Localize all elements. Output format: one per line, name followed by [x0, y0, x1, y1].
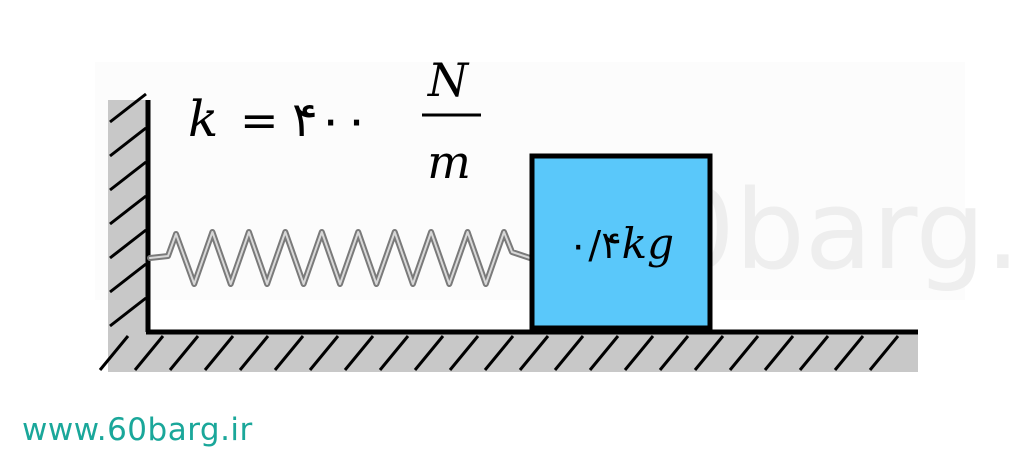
hatch-line [343, 335, 375, 371]
hatch-line [798, 335, 830, 371]
mass-unit: kg [622, 219, 674, 268]
spring [147, 229, 533, 287]
spring-constant-formula: k = ۴۰۰ N m [188, 53, 481, 189]
hatch-line [109, 160, 147, 192]
hatch-line [693, 335, 725, 371]
wall-hatch [109, 92, 147, 328]
hatch-line [448, 335, 480, 371]
hatch-line [133, 335, 165, 371]
ground-hatch [98, 335, 900, 371]
hatch-line [728, 335, 760, 371]
formula-symbol: k [188, 90, 218, 148]
formula-unit-denominator: m [427, 135, 471, 189]
mass-label: ۰/۴kg [568, 219, 674, 268]
hatch-line [833, 335, 865, 371]
wall [108, 92, 151, 332]
hatch-line [238, 335, 270, 371]
hatch-line [109, 296, 147, 328]
hatch-line [308, 335, 340, 371]
hatch-line [109, 126, 147, 158]
hatch-line [98, 335, 130, 371]
spring-highlight [149, 231, 531, 285]
formula-unit-numerator: N [427, 53, 470, 107]
footer-website-link[interactable]: www.60barg.ir [22, 412, 253, 448]
hatch-line [168, 335, 200, 371]
hatch-line [518, 335, 550, 371]
hatch-line [109, 262, 147, 294]
hatch-line [109, 194, 147, 226]
hatch-line [203, 335, 235, 371]
formula-value: ۴۰۰ [292, 92, 369, 148]
formula-equals: = [240, 93, 279, 147]
ground [98, 329, 918, 372]
hatch-line [378, 335, 410, 371]
hatch-line [413, 335, 445, 371]
hatch-line [553, 335, 585, 371]
hatch-line [483, 335, 515, 371]
mass-number: ۰/۴ [568, 223, 622, 267]
mass-block [529, 153, 713, 331]
hatch-line [273, 335, 305, 371]
wall-fill [108, 100, 148, 332]
hatch-line [868, 335, 900, 371]
hatch-line [109, 92, 147, 124]
hatch-line [658, 335, 690, 371]
hatch-line [763, 335, 795, 371]
hatch-line [588, 335, 620, 371]
hatch-line [109, 228, 147, 260]
hatch-line [623, 335, 655, 371]
